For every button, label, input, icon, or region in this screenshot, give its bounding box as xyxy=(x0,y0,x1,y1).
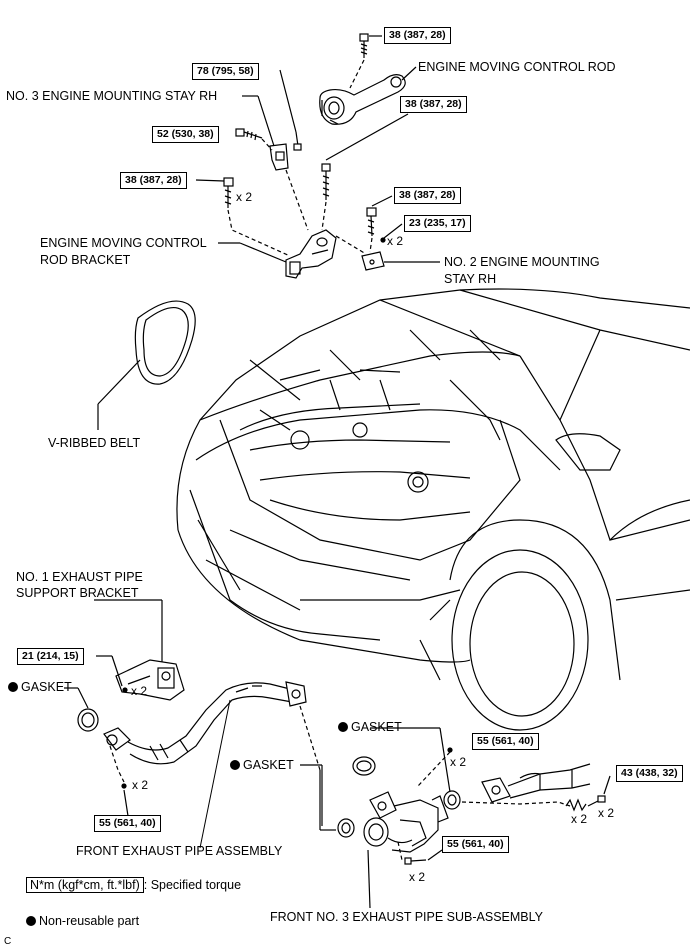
torque-box-43: 43 (438, 32) xyxy=(616,765,683,782)
legend-torque-desc: : Specified torque xyxy=(143,878,242,892)
no3-engine-mounting-stay-icon xyxy=(269,143,289,171)
torque-box-21: 21 (214, 15) xyxy=(17,648,84,665)
legend-torque-unit: N*m (kgf*cm, ft.*lbf) xyxy=(26,877,144,893)
gasket-right-icon xyxy=(443,790,461,810)
multiplier-43: x 2 xyxy=(598,806,615,820)
label-exhaust-bracket-line1: NO. 1 EXHAUST PIPE xyxy=(16,570,143,584)
label-bracket-line1: ENGINE MOVING CONTROL xyxy=(40,236,207,250)
torque-box-left: 38 (387, 28) xyxy=(120,172,187,189)
label-gasket-left: GASKET xyxy=(8,680,72,695)
torque-box-mid: 38 (387, 28) xyxy=(400,96,467,113)
label-front-exhaust-pipe: FRONT EXHAUST PIPE ASSEMBLY xyxy=(76,844,283,858)
engine-moving-control-rod-bracket-icon xyxy=(285,229,337,279)
front-no3-exhaust-pipe-icon xyxy=(363,791,449,853)
multiplier-55-bottom: x 2 xyxy=(409,870,426,884)
figure-id: C xyxy=(4,936,12,947)
label-bracket-line2: ROD BRACKET xyxy=(40,253,131,267)
torque-box-top: 38 (387, 28) xyxy=(384,27,451,44)
label-no3-engine-mounting-stay: NO. 3 ENGINE MOUNTING STAY RH xyxy=(6,89,218,103)
multiplier-55-left: x 2 xyxy=(132,778,149,792)
label-gasket-mid: GASKET xyxy=(230,758,294,773)
nonreusable-dot-icon xyxy=(26,916,36,926)
bolt-38-mid-icon xyxy=(321,163,331,200)
spring-icon xyxy=(565,798,587,812)
gasket-lower-icon xyxy=(337,818,355,838)
torque-box-23: 23 (235, 17) xyxy=(404,215,471,232)
engine-moving-control-rod-icon xyxy=(319,74,406,125)
torque-box-right: 38 (387, 28) xyxy=(394,187,461,204)
label-no2-stay-line1: NO. 2 ENGINE MOUNTING xyxy=(444,255,600,269)
multiplier-spring: x 2 xyxy=(571,812,588,826)
bolt-55-bottom-icon xyxy=(404,857,427,865)
legend-torque: N*m (kgf*cm, ft.*lbf): Specified torque xyxy=(26,877,242,893)
torque-box-55-left: 55 (561, 40) xyxy=(94,815,161,832)
no2-engine-mounting-stay-icon xyxy=(361,251,385,271)
gasket-left-icon xyxy=(77,708,99,732)
bolt-top-icon xyxy=(359,33,369,58)
bolt-52-icon xyxy=(235,128,263,141)
label-no2-stay-line2: STAY RH xyxy=(444,272,497,286)
no1-exhaust-pipe-support-bracket-icon xyxy=(115,659,185,701)
label-engine-moving-control-rod: ENGINE MOVING CONTROL ROD xyxy=(418,60,616,74)
multiplier-21: x 2 xyxy=(131,684,148,698)
multiplier-left: x 2 xyxy=(236,190,253,204)
nonreusable-dot-icon xyxy=(230,760,240,770)
nonreusable-dot-icon xyxy=(338,722,348,732)
exhaust-rear-pipe-icon xyxy=(481,763,591,803)
bolt-38-left-icon xyxy=(223,177,234,208)
label-exhaust-bracket-line2: SUPPORT BRACKET xyxy=(16,586,139,600)
label-gasket-right: GASKET xyxy=(338,720,402,735)
multiplier-23: x 2 xyxy=(387,234,404,248)
front-exhaust-pipe-assembly-icon xyxy=(103,681,307,765)
label-v-ribbed-belt: V-RIBBED BELT xyxy=(48,436,141,450)
torque-box-55-bottom: 55 (561, 40) xyxy=(442,836,509,853)
nonreusable-dot-icon xyxy=(8,682,18,692)
bolt-78-icon xyxy=(293,131,302,151)
torque-box-78: 78 (795, 58) xyxy=(192,63,259,80)
torque-box-55-right-top: 55 (561, 40) xyxy=(472,733,539,750)
legend-nonreusable: Non-reusable part xyxy=(26,914,139,928)
bolt-43-icon xyxy=(587,795,606,807)
torque-box-52: 52 (530, 38) xyxy=(152,126,219,143)
label-front-no3-pipe: FRONT NO. 3 EXHAUST PIPE SUB-ASSEMBLY xyxy=(270,910,543,924)
gasket-mid-icon xyxy=(352,756,376,776)
multiplier-55-right: x 2 xyxy=(450,755,467,769)
bolt-38-right-icon xyxy=(366,207,377,237)
v-ribbed-belt-icon xyxy=(134,300,196,385)
vehicle-front-icon xyxy=(176,288,690,731)
